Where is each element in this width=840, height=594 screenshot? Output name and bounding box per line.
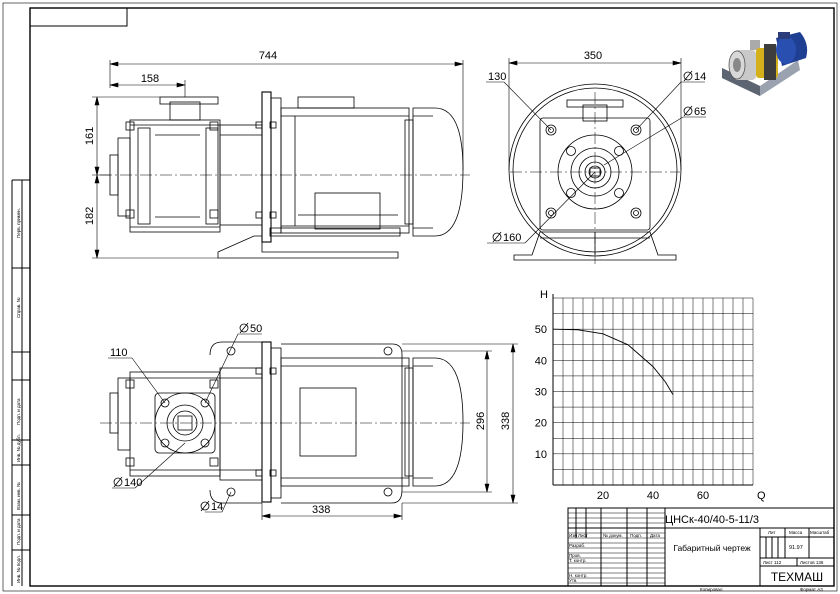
- designation: ЦНСк-40/40-5-11/3: [665, 514, 759, 526]
- y-tick-label: 40: [535, 355, 547, 367]
- corner-stamp: [30, 8, 128, 27]
- sheets-total: Листов 136: [800, 560, 824, 565]
- side-view: [508, 83, 682, 265]
- dim-upper-height: 161: [84, 127, 96, 145]
- y-tick-label: 10: [535, 449, 547, 461]
- row-list: Лист: [578, 533, 588, 538]
- dim-base-hole-dia: 14: [211, 501, 223, 513]
- pump-3d-thumbnail: [722, 32, 808, 96]
- dim-bolt-offset: 130: [488, 71, 506, 83]
- diameter-symbols: [113, 70, 693, 512]
- stamp-podp-data-1: Подп. и дата: [16, 398, 21, 425]
- copied-label: Копировал: [700, 587, 723, 592]
- prov-label: Пров.: [569, 553, 581, 558]
- dim-hole-dia: 14: [694, 71, 706, 83]
- dim-lower-height: 182: [84, 207, 96, 225]
- utv-label: Утв.: [569, 578, 578, 583]
- dim-top-hole-dia: 50: [250, 323, 262, 335]
- stamp-perv-primen: Перв. примен.: [16, 208, 21, 238]
- row-sign: Подп.: [630, 533, 642, 538]
- performance-chart: [552, 294, 754, 486]
- dim-flange-dia: 160: [503, 232, 521, 244]
- doc-title: Габаритный чертеж: [673, 543, 751, 553]
- front-view: [100, 91, 470, 259]
- col-scale: Масштаб: [810, 530, 830, 535]
- nkontr-label: Н. контр.: [569, 573, 588, 578]
- dim-top-offset: 110: [110, 347, 128, 359]
- dimension-labels: 744 158 161 182 350 130 14 65 160 50 110…: [84, 50, 706, 516]
- chart-text: H Q 20 40 60 10 20 30 40 50: [535, 289, 766, 502]
- stamp-vzam-inv: Взам. инв. №: [16, 482, 21, 510]
- front-dimensions: [92, 60, 464, 259]
- col-mass: Масса: [789, 530, 803, 535]
- format-label: Формат A3: [800, 587, 823, 592]
- stamp-inv-podl: Инв. № подл.: [16, 555, 21, 583]
- tkontr-label: Т. контр.: [569, 558, 587, 563]
- side-dimensions: [486, 58, 706, 244]
- stamp-podp-data-2: Подп. и дата: [16, 518, 21, 545]
- row-docnum: № докум.: [603, 533, 623, 538]
- title-block: [567, 507, 835, 587]
- chart-axes: [552, 294, 753, 486]
- col-lit: Лит: [768, 530, 776, 535]
- dim-flange-offset: 158: [141, 73, 159, 85]
- side-stamp: [11, 179, 30, 586]
- dim-top-flange-dia: 140: [124, 477, 142, 489]
- top-dimensions: [108, 333, 518, 520]
- dim-overall-width: 338: [500, 412, 512, 430]
- x-tick-label: 20: [597, 490, 609, 502]
- y-tick-label: 30: [535, 387, 547, 399]
- dim-bore-dia: 65: [694, 106, 706, 118]
- chart-series-line: [552, 328, 674, 395]
- stamp-inv-dubl: Инв. № дубл.: [16, 434, 21, 462]
- dim-width: 350: [584, 50, 602, 62]
- dim-base-width: 296: [475, 412, 487, 430]
- chart-xlabel: Q: [757, 490, 766, 502]
- razrab-label: Разраб.: [569, 543, 585, 548]
- side-stamp-labels: Перв. примен. Справ. № Подп. и дата Инв.…: [16, 208, 21, 583]
- row-izm: Изм: [569, 533, 577, 538]
- chart-grid: [552, 297, 754, 486]
- dim-base-length: 338: [312, 504, 330, 516]
- top-view: [100, 341, 470, 504]
- title-block-text: ЦНСк-40/40-5-11/3 Габаритный чертеж ТЕХМ…: [569, 514, 830, 592]
- y-tick-label: 50: [535, 324, 547, 336]
- y-tick-label: 20: [535, 418, 547, 430]
- row-date: Дата: [650, 533, 660, 538]
- company-name: ТЕХМАШ: [771, 570, 823, 584]
- stamp-sprav: Справ. №: [16, 297, 21, 318]
- sheet-number: Лист 112: [763, 560, 782, 565]
- x-tick-label: 60: [697, 490, 709, 502]
- chart-ylabel: H: [540, 289, 548, 301]
- inner-frame: [29, 7, 835, 587]
- x-tick-label: 40: [647, 490, 659, 502]
- dim-length: 744: [259, 50, 277, 62]
- mass-value: 91.97: [789, 545, 803, 551]
